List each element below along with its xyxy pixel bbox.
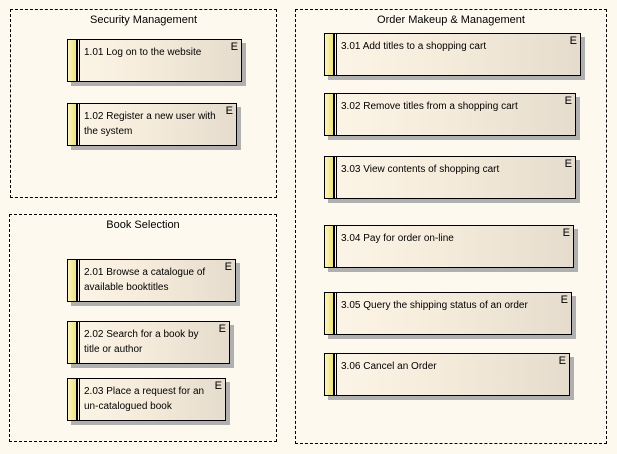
- strip-divider: [336, 354, 337, 395]
- component-strip: [325, 293, 333, 334]
- strip-divider: [76, 40, 78, 81]
- component-3-01[interactable]: 3.01 Add titles to a shopping cart E: [324, 33, 581, 76]
- component-1-01[interactable]: 1.01 Log on to the website E: [67, 39, 242, 82]
- package-order-makeup-management[interactable]: Order Makeup & Management: [295, 9, 607, 444]
- component-label: 2.03 Place a request for an un-catalogue…: [84, 386, 205, 412]
- strip-divider: [79, 40, 80, 81]
- component-label: 1.01 Log on to the website: [84, 47, 202, 58]
- strip-divider: [333, 293, 335, 334]
- component-label: 3.03 View contents of shopping cart: [341, 164, 500, 175]
- component-strip: [68, 40, 76, 81]
- component-3-03[interactable]: 3.03 View contents of shopping cart E: [324, 156, 576, 199]
- component-strip: [68, 104, 76, 145]
- strip-divider: [79, 104, 80, 145]
- component-strip: [325, 226, 333, 267]
- strip-divider: [76, 322, 78, 363]
- strip-divider: [333, 34, 335, 75]
- component-strip: [68, 379, 76, 420]
- component-3-06[interactable]: 3.06 Cancel an Order E: [324, 353, 570, 396]
- strip-divider: [333, 157, 335, 198]
- component-strip: [68, 260, 76, 301]
- strip-divider: [76, 379, 78, 420]
- strip-divider: [76, 260, 78, 301]
- strip-divider: [79, 379, 80, 420]
- strip-divider: [336, 293, 337, 334]
- component-label: 2.02 Search for a book by title or autho…: [84, 329, 199, 355]
- component-3-05[interactable]: 3.05 Query the shipping status of an ord…: [324, 292, 572, 335]
- package-title: Order Makeup & Management: [377, 14, 525, 26]
- component-3-04[interactable]: 3.04 Pay for order on-line E: [324, 225, 574, 268]
- element-e-icon: E: [558, 355, 566, 367]
- package-security-management[interactable]: Security Management: [10, 9, 277, 198]
- strip-divider: [333, 226, 335, 267]
- component-2-01[interactable]: 2.01 Browse a catalogue of available boo…: [67, 259, 236, 302]
- strip-divider: [336, 157, 337, 198]
- element-e-icon: E: [564, 158, 572, 170]
- component-label: 3.05 Query the shipping status of an ord…: [341, 300, 528, 311]
- component-label: 3.04 Pay for order on-line: [341, 233, 454, 244]
- element-e-icon: E: [560, 294, 568, 306]
- component-strip: [325, 157, 333, 198]
- component-3-02[interactable]: 3.02 Remove titles from a shopping cart …: [324, 93, 576, 136]
- component-strip: [325, 94, 333, 135]
- component-2-02[interactable]: 2.02 Search for a book by title or autho…: [67, 321, 230, 364]
- component-label: 3.01 Add titles to a shopping cart: [341, 41, 487, 52]
- component-strip: [325, 34, 333, 75]
- strip-divider: [79, 260, 80, 301]
- component-label: 1.02 Register a new user with the system: [84, 111, 216, 137]
- element-e-icon: E: [225, 105, 233, 117]
- component-2-03[interactable]: 2.03 Place a request for an un-catalogue…: [67, 378, 226, 421]
- element-e-icon: E: [562, 227, 570, 239]
- strip-divider: [79, 322, 80, 363]
- package-title: Book Selection: [106, 219, 180, 231]
- component-strip: [68, 322, 76, 363]
- element-e-icon: E: [564, 95, 572, 107]
- component-label: 2.01 Browse a catalogue of available boo…: [84, 267, 206, 293]
- component-strip: [325, 354, 333, 395]
- component-label: 3.06 Cancel an Order: [341, 361, 437, 372]
- element-e-icon: E: [218, 323, 226, 335]
- strip-divider: [76, 104, 78, 145]
- element-e-icon: E: [224, 261, 232, 273]
- strip-divider: [336, 226, 337, 267]
- element-e-icon: E: [569, 35, 577, 47]
- element-e-icon: E: [230, 41, 238, 53]
- package-title: Security Management: [90, 14, 197, 26]
- element-e-icon: E: [214, 380, 222, 392]
- component-1-02[interactable]: 1.02 Register a new user with the system…: [67, 103, 237, 146]
- package-book-selection[interactable]: Book Selection: [9, 214, 277, 442]
- component-label: 3.02 Remove titles from a shopping cart: [341, 101, 518, 112]
- strip-divider: [336, 94, 337, 135]
- strip-divider: [336, 34, 337, 75]
- strip-divider: [333, 94, 335, 135]
- strip-divider: [333, 354, 335, 395]
